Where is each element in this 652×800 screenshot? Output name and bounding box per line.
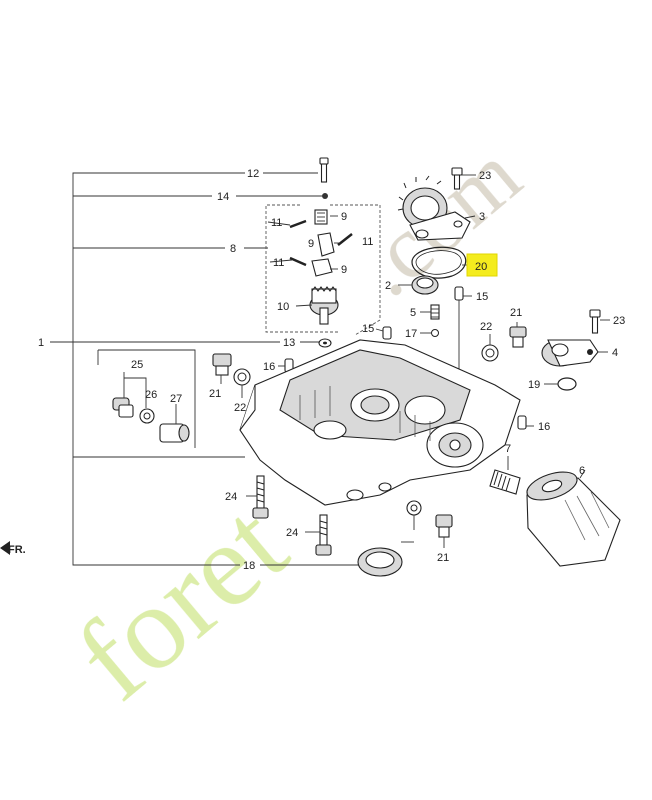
callout-24-lower: 24 <box>286 527 298 539</box>
part-27-cap <box>159 423 190 443</box>
part-11-pin-a <box>289 219 307 229</box>
callout-11-c: 11 <box>273 257 284 269</box>
callout-9-low: 9 <box>341 264 347 276</box>
part-10-governor-gear <box>309 286 339 325</box>
part-12-bolt <box>319 157 329 183</box>
part-24-bolt-upper <box>252 475 269 519</box>
callout-5: 5 <box>410 307 416 319</box>
part-15-dowel-mid <box>382 326 392 340</box>
callout-10: 10 <box>277 301 289 313</box>
callout-25: 25 <box>131 359 143 371</box>
highlight-box-20 <box>466 253 498 277</box>
callout-21-right: 21 <box>510 307 522 319</box>
part-26-washer <box>139 408 155 424</box>
callout-26: 26 <box>145 389 157 401</box>
callout-9-upper: 9 <box>341 211 347 223</box>
part-13-washer <box>318 338 332 348</box>
callout-9-mid: 9 <box>308 238 314 250</box>
part-4-filter-housing <box>541 339 599 367</box>
front-direction-label: FR. <box>8 544 26 556</box>
part-23-bolt-lower <box>589 309 601 334</box>
callout-16-left: 16 <box>263 361 275 373</box>
callout-24-upper: 24 <box>225 491 237 503</box>
part-9-bracket-mid <box>317 232 335 257</box>
bracket-lines <box>50 172 360 566</box>
callout-22-left: 22 <box>234 402 246 414</box>
callout-13: 13 <box>283 337 295 349</box>
part-21-plug-right <box>509 326 527 348</box>
callout-3: 3 <box>479 211 485 223</box>
watermark-text-left: foret <box>51 477 310 724</box>
part-11-pin-c <box>289 256 307 267</box>
breather-group-box <box>97 349 196 448</box>
front-direction-marker: FR. <box>0 541 26 556</box>
oil-pump-group-box <box>265 204 381 336</box>
part-1-crankcase <box>239 339 521 506</box>
callout-2: 2 <box>385 280 391 292</box>
part-6-oil-filter <box>526 471 621 567</box>
part-23-bolt-upper <box>451 167 463 190</box>
leader-lines <box>123 174 610 548</box>
callout-22-right: 22 <box>480 321 492 333</box>
part-3-pump-gear-assembly <box>397 175 471 241</box>
part-9-bracket-low <box>311 258 333 277</box>
callout-15-upper: 15 <box>476 291 488 303</box>
callout-27: 27 <box>170 393 182 405</box>
part-24-bolt-lower <box>315 514 332 556</box>
callout-23-lower: 23 <box>613 315 625 327</box>
part-21-plug-left <box>212 353 232 376</box>
callout-21-left: 21 <box>209 388 221 400</box>
callout-23-upper: 23 <box>479 170 491 182</box>
part-22-washer-bottom <box>406 500 422 516</box>
callout-18: 18 <box>243 560 255 572</box>
part-19-o-ring <box>557 377 577 391</box>
part-14-washer <box>322 193 328 199</box>
callout-8: 8 <box>230 243 236 255</box>
callout-11-b: 11 <box>362 236 373 248</box>
callout-12: 12 <box>247 168 259 180</box>
callout-11-a: 11 <box>271 217 282 229</box>
callout-17: 17 <box>405 328 417 340</box>
part-25-breather-plug <box>112 397 134 418</box>
part-22-washer-left <box>233 368 251 386</box>
part-17-ball <box>431 329 439 337</box>
callout-7: 7 <box>505 443 511 455</box>
part-22-washer-right <box>481 344 499 362</box>
part-5-spring <box>430 304 440 320</box>
part-15-dowel-upper <box>454 286 464 301</box>
callout-20: 20 <box>475 261 487 273</box>
part-2-rotor <box>411 275 439 295</box>
part-9-spring-upper <box>314 209 328 225</box>
callout-19: 19 <box>528 379 540 391</box>
callout-14: 14 <box>217 191 229 203</box>
callout-15-mid: 15 <box>362 323 374 335</box>
part-18-oil-seal <box>357 547 403 577</box>
callout-4: 4 <box>612 347 618 359</box>
part-11-pin-b <box>337 233 353 246</box>
callout-21-bottom: 21 <box>437 552 449 564</box>
part-21-plug-bottom <box>435 514 453 538</box>
callout-6: 6 <box>579 465 585 477</box>
part-16-dowel-right <box>517 415 527 430</box>
callout-16-right: 16 <box>538 421 550 433</box>
callout-1: 1 <box>38 337 44 349</box>
callout-labels: 1 2 3 4 5 6 7 8 9 9 9 10 11 11 11 12 13 … <box>38 168 625 572</box>
part-7-filter-nipple <box>489 469 521 495</box>
